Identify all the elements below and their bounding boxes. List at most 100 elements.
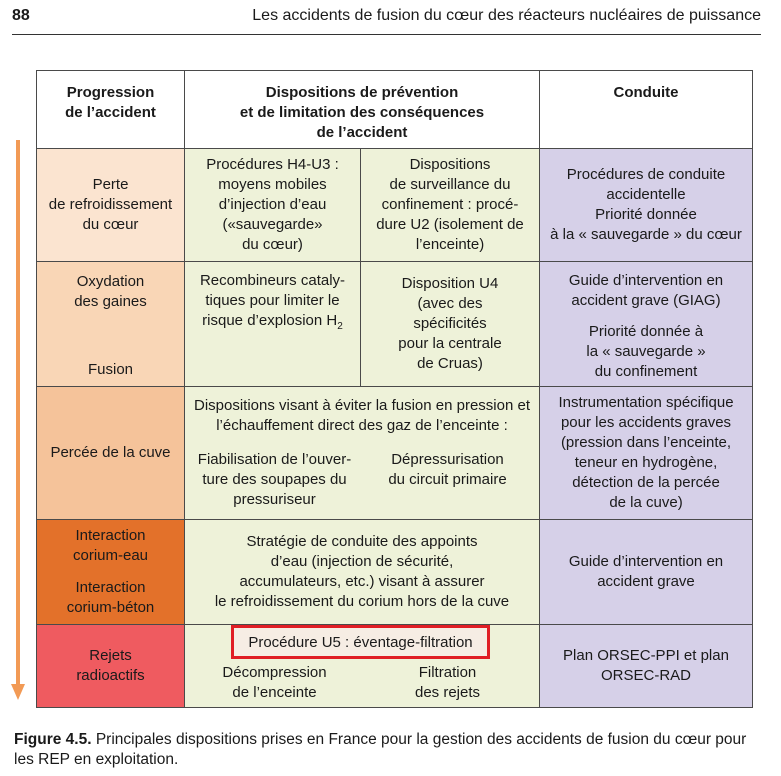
- cell-line: Interaction: [75, 579, 146, 596]
- arrow-line: [16, 140, 20, 688]
- cell-line: Oxydation: [76, 273, 145, 290]
- cell-line: dure U2 (isolement de: [376, 216, 524, 233]
- cell-line: Guide d’intervention en: [568, 272, 724, 289]
- cell-line: Filtration: [418, 664, 477, 681]
- cell-line: du confinement: [594, 363, 698, 380]
- cell-line: Fiabilisation de l’ouver-: [197, 451, 352, 468]
- header-progression: Progression de l’accident: [36, 70, 185, 149]
- row4-dispositions: Stratégie de conduite des appoints d’eau…: [184, 519, 540, 625]
- row5-right: Filtration des rejets: [360, 663, 535, 703]
- cell-line: Rejets: [89, 647, 132, 664]
- cell-line: de Cruas): [417, 355, 483, 372]
- row3-left: Fiabilisation de l’ouver- ture des soupa…: [189, 450, 360, 510]
- cell-line: des gaines: [74, 293, 147, 310]
- cell-line: ture des soupapes du: [202, 471, 347, 488]
- cell-line: de l’enceinte: [232, 684, 317, 701]
- cell-line: du circuit primaire: [388, 471, 507, 488]
- row3-subcolumns: Fiabilisation de l’ouver- ture des soupa…: [189, 450, 535, 510]
- cell-line: Disposition U4: [401, 275, 499, 292]
- cell-line: Procédures H4-U3 :: [206, 156, 339, 173]
- arrow-head-icon: [11, 684, 25, 700]
- cell-line: accident grave (GIAG): [571, 292, 721, 309]
- header-rule: [12, 34, 761, 35]
- cell-line: (avec des: [417, 295, 483, 312]
- cell-line: l’enceinte): [415, 236, 485, 253]
- cell-line: du cœur): [242, 236, 303, 253]
- cell-line: accidentelle: [606, 186, 686, 203]
- row2-progression: Oxydation des gaines Fusion: [36, 261, 185, 387]
- u5-highlight-box: Procédure U5 : éventage-filtration: [231, 625, 490, 659]
- header-line: de l’accident: [316, 124, 408, 141]
- progression-bottom: Interaction corium-béton: [67, 578, 155, 618]
- caption-text: Principales dispositions prises en Franc…: [14, 731, 747, 768]
- cell-line: de refroidissement: [48, 196, 173, 213]
- cell-line: Fusion: [87, 361, 134, 378]
- cell-line: de la cuve): [609, 494, 683, 511]
- cell-line: risque d’explosion H2: [202, 311, 343, 337]
- cell-line: l’échauffement direct des gaz de l’encei…: [216, 417, 508, 434]
- cell-line: accumulateurs, etc.) visant à assurer: [239, 573, 485, 590]
- row1-progression: Perte de refroidissement du cœur: [36, 148, 185, 262]
- cell-line: Perte: [92, 176, 129, 193]
- cell-line: d’injection d’eau: [218, 196, 327, 213]
- span-text: Dispositions visant à éviter la fusion e…: [194, 396, 530, 436]
- cell-line: Interaction: [75, 527, 146, 544]
- row5-left: Décompression de l’enceinte: [189, 663, 360, 703]
- row4-progression: Interaction corium-eau Interaction coriu…: [36, 519, 185, 625]
- header-line: de l’accident: [65, 104, 156, 121]
- cell-line: (pression dans l’enceinte,: [560, 434, 732, 451]
- cell-line: Dépressurisation: [391, 451, 504, 468]
- header-conduite: Conduite: [539, 70, 753, 149]
- cell-line: teneur en hydrogène,: [574, 454, 718, 471]
- row5-subcolumns: Décompression de l’enceinte Filtration d…: [189, 663, 535, 703]
- cell-line: confinement : procé-: [381, 196, 519, 213]
- cell-line: radioactifs: [76, 667, 145, 684]
- header-line: Conduite: [613, 84, 679, 101]
- cell-line: Plan ORSEC-PPI et plan: [563, 647, 729, 664]
- cell-line: Dispositions: [409, 156, 491, 173]
- row1-confinement: Dispositions de surveillance du confinem…: [360, 148, 540, 262]
- row1-conduite: Procédures de conduite accidentelle Prio…: [539, 148, 753, 262]
- cell-line: de surveillance du: [389, 176, 511, 193]
- row3-progression: Percée de la cuve: [36, 386, 185, 520]
- row2-conduite: Guide d’intervention en accident grave (…: [539, 261, 753, 387]
- cell-line: ORSEC-RAD: [600, 667, 691, 684]
- progression-top: Oxydation des gaines: [74, 272, 147, 312]
- header-line: Dispositions de prévention: [265, 84, 459, 101]
- subscript: 2: [337, 321, 343, 332]
- cell-line: Priorité donnée à: [588, 323, 704, 340]
- row1-prevention: Procédures H4-U3 : moyens mobiles d’inje…: [184, 148, 361, 262]
- cell-line: à la « sauvegarde » du cœur: [550, 226, 742, 243]
- cell-line: Recombineurs cataly-: [199, 272, 346, 289]
- cell-line: détection de la percée: [572, 474, 720, 491]
- cell-line: corium-eau: [72, 547, 149, 564]
- row5-progression: Rejets radioactifs: [36, 624, 185, 708]
- cell-line: pour la centrale: [398, 335, 502, 352]
- header-line: Progression: [66, 84, 155, 101]
- cell-text: risque d’explosion H: [202, 312, 338, 329]
- cell-line: Guide d’intervention en: [568, 553, 724, 570]
- row5-conduite: Plan ORSEC-PPI et plan ORSEC-RAD: [539, 624, 753, 708]
- cell-line: pour les accidents graves: [560, 414, 732, 431]
- cell-line: des rejets: [414, 684, 481, 701]
- figure-caption: Figure 4.5. Principales dispositions pri…: [14, 730, 754, 770]
- row3-dispositions: Dispositions visant à éviter la fusion e…: [184, 386, 540, 520]
- cell-line: Stratégie de conduite des appoints: [246, 533, 478, 550]
- caption-label: Figure 4.5.: [14, 731, 92, 748]
- cell-line: pressuriseur: [233, 491, 316, 508]
- u5-label: Procédure U5 : éventage-filtration: [248, 633, 473, 651]
- cell-line: Percée de la cuve: [50, 444, 171, 461]
- row2-confinement: Disposition U4 (avec des spécificités po…: [360, 261, 540, 387]
- cell-line: accident grave: [597, 573, 695, 590]
- conduite-top: Guide d’intervention en accident grave (…: [569, 271, 723, 311]
- cell-line: Instrumentation spécifique: [558, 394, 734, 411]
- cell-line: le refroidissement du corium hors de la …: [214, 593, 510, 610]
- cell-line: spécificités: [413, 315, 487, 332]
- cell-line: moyens mobiles: [218, 176, 327, 193]
- cell-line: Décompression: [222, 664, 327, 681]
- cell-line: la « sauvegarde »: [586, 343, 706, 360]
- cell-line: d’eau (injection de sécurité,: [270, 553, 454, 570]
- running-title: Les accidents de fusion du cœur des réac…: [252, 7, 761, 24]
- page-number: 88: [12, 7, 30, 24]
- row3-right: Dépressurisation du circuit primaire: [360, 450, 535, 510]
